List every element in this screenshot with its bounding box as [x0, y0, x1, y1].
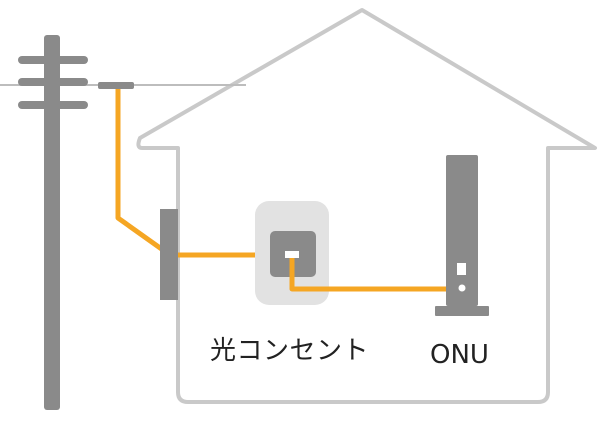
wire-clamp-icon: [98, 82, 134, 89]
onu-label: ONU: [430, 340, 489, 370]
wall-entry-box-icon: [160, 209, 178, 300]
outlet-connector: [285, 251, 299, 258]
optical-outlet-label: 光コンセント: [210, 336, 370, 366]
drop-fiber-cable: [115, 89, 172, 258]
house-outline-icon: [136, 8, 597, 404]
utility-pole-icon: [18, 35, 88, 410]
patch-fiber-cable: [289, 256, 446, 292]
onu-device-icon: [435, 155, 489, 316]
